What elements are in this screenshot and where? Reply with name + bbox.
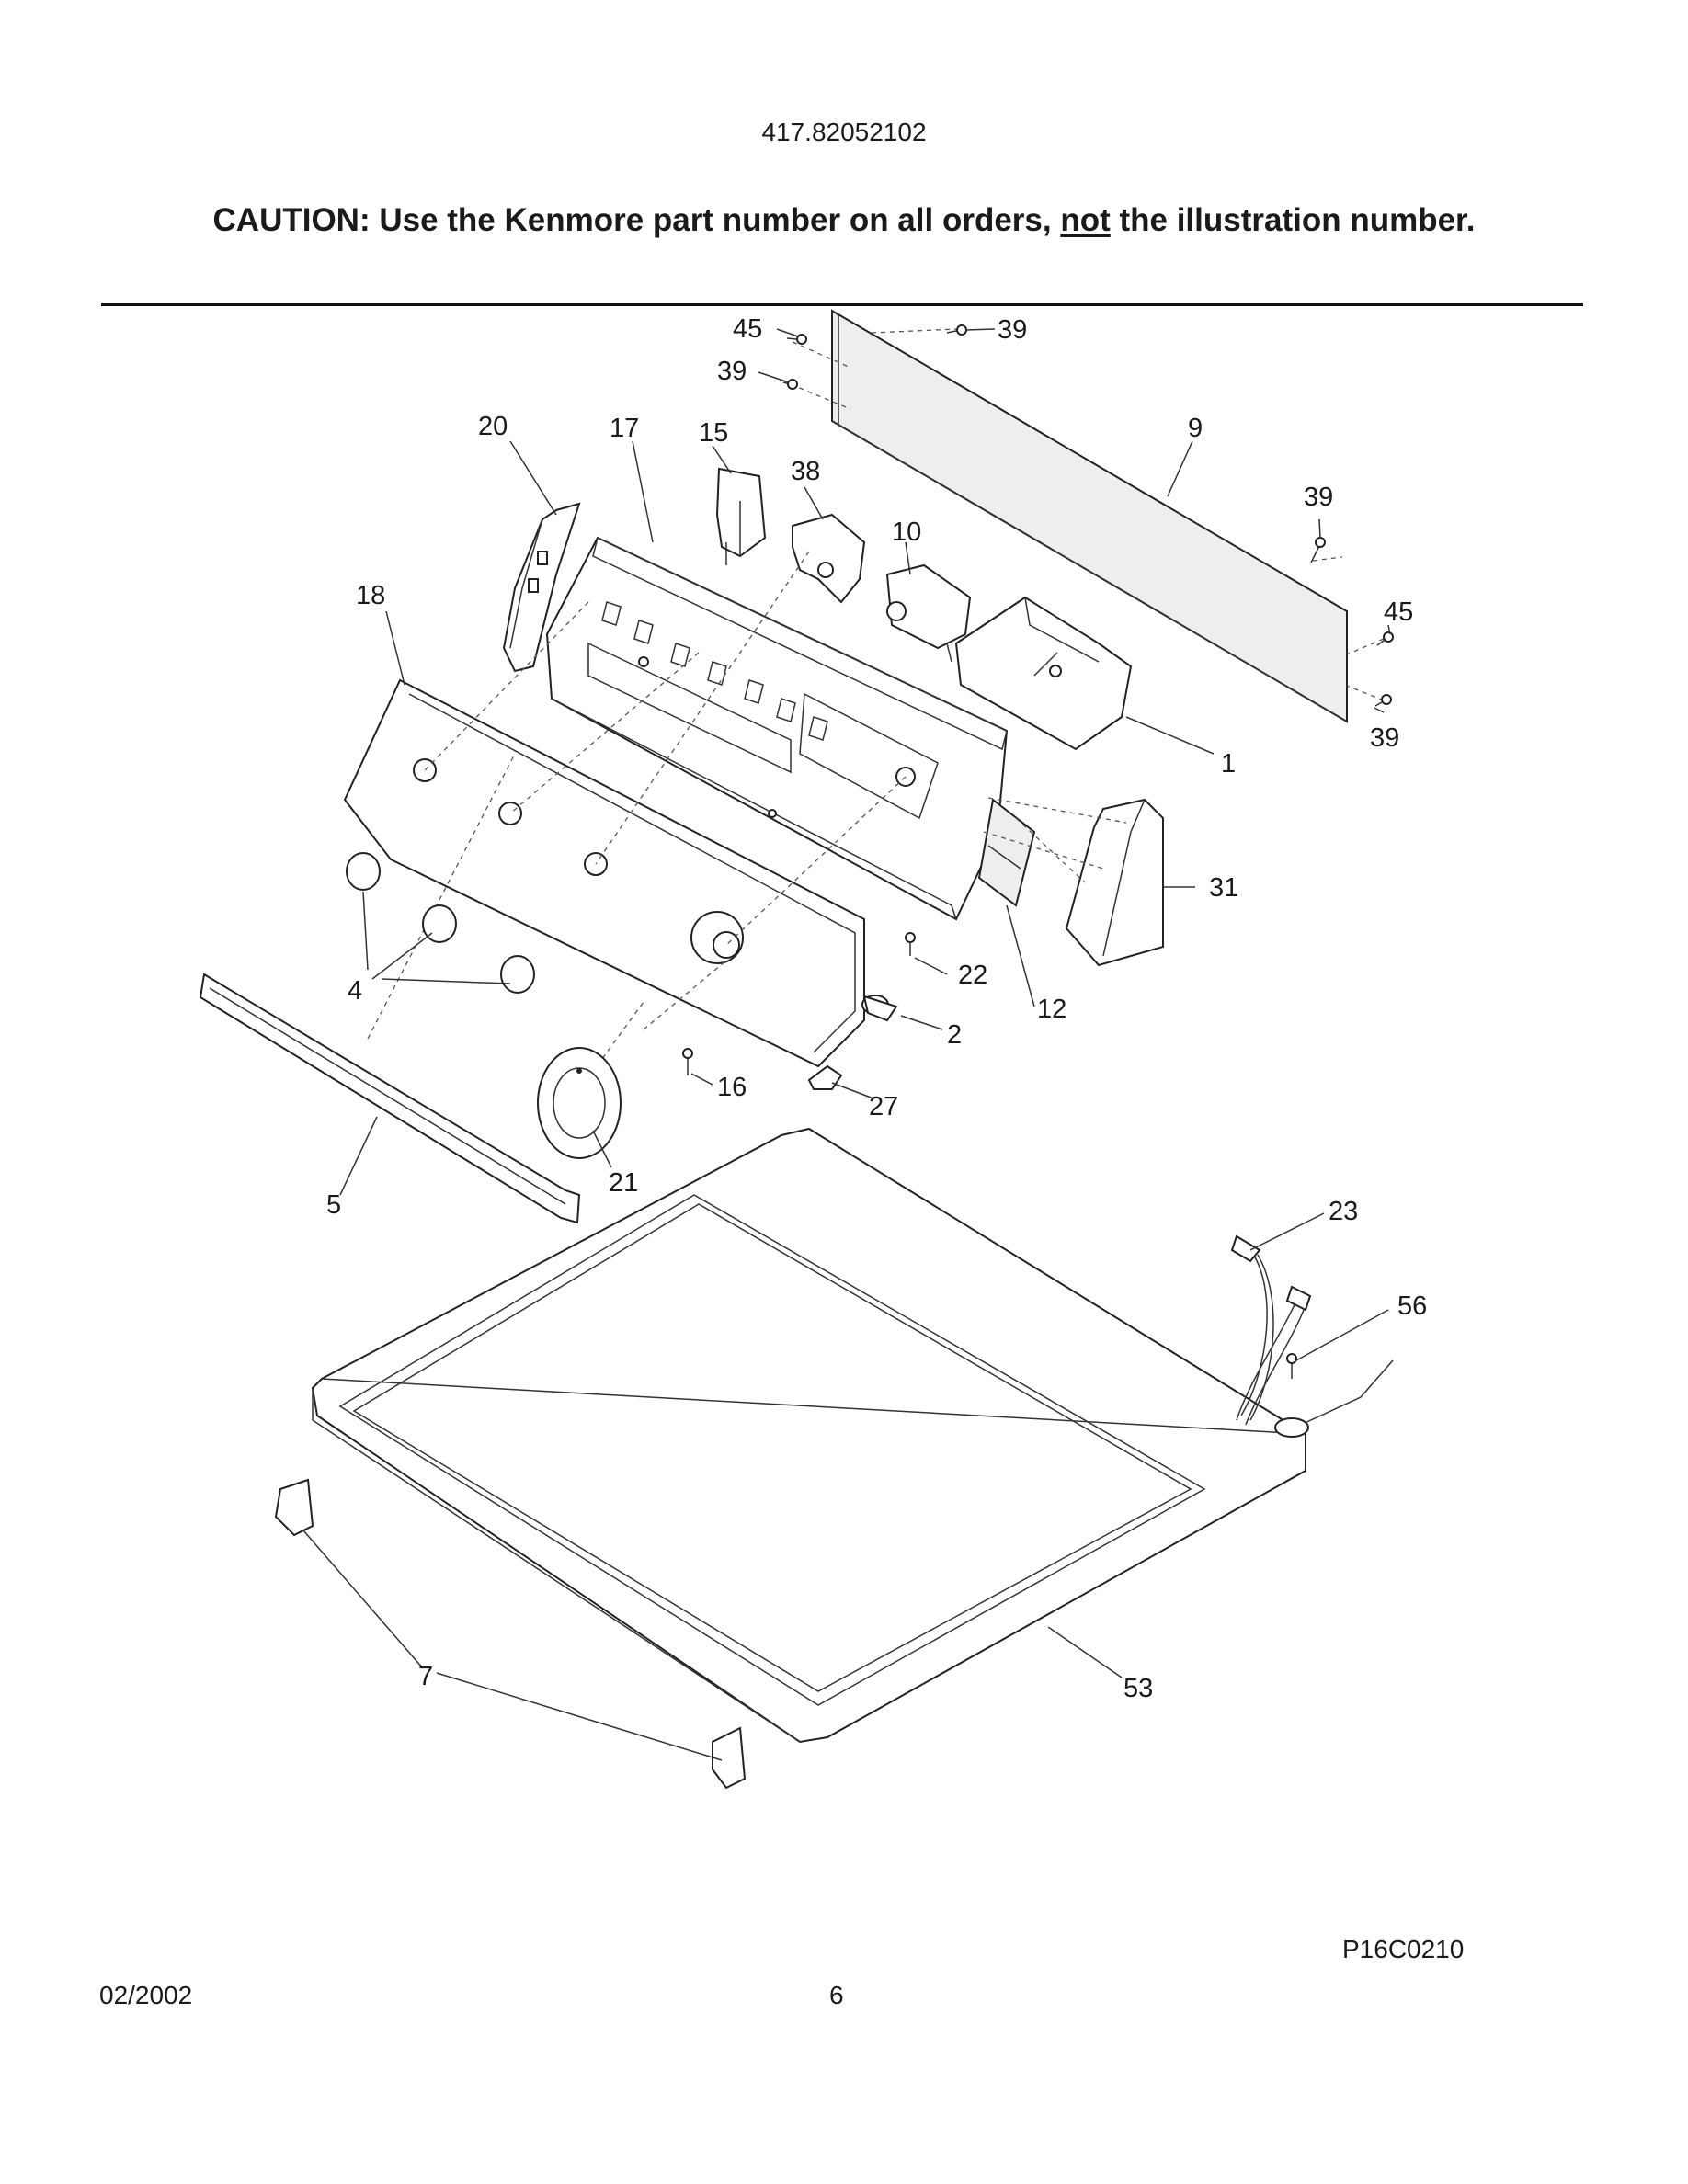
page-number: 6 — [829, 1981, 844, 2009]
dial-21-part — [537, 1047, 622, 1159]
callout-15: 15 — [699, 418, 728, 448]
front-bezel-part — [343, 678, 865, 1068]
print-date: 02/2002 — [99, 1981, 193, 2009]
illustration-code: P16C0210 — [1342, 1935, 1465, 1963]
callout-5: 5 — [326, 1190, 341, 1220]
callout-7: 7 — [418, 1662, 433, 1691]
callout-labels: 45 39 39 9 39 45 39 20 17 15 38 10 18 1 … — [326, 314, 1427, 1703]
callout-18: 18 — [356, 581, 385, 610]
top-panel-53-part — [311, 1127, 1306, 1744]
callout-16: 16 — [717, 1073, 747, 1102]
callout-12: 12 — [1037, 995, 1066, 1024]
callout-21: 21 — [609, 1168, 638, 1198]
model-number: 417.82052102 — [761, 118, 927, 146]
caution-notice: CAUTION: Use the Kenmore part number on … — [0, 202, 1688, 239]
callout-39: 39 — [717, 357, 747, 386]
module-1-part — [954, 596, 1133, 751]
rear-panel-part — [790, 309, 1385, 723]
callout-9: 9 — [1188, 414, 1203, 443]
component-2-part — [861, 995, 898, 1022]
callout-1: 1 — [1221, 749, 1236, 779]
component-15-part — [715, 467, 767, 565]
callout-39: 39 — [998, 315, 1027, 345]
trim-strip-5-part — [199, 973, 581, 1224]
caution-emphasis: not — [1060, 202, 1111, 238]
header-rule — [101, 303, 1583, 306]
callout-22: 22 — [958, 961, 987, 990]
callout-4: 4 — [348, 976, 362, 1006]
callout-2: 2 — [947, 1020, 962, 1050]
callout-38: 38 — [791, 457, 820, 486]
callout-39: 39 — [1370, 723, 1399, 753]
foot-7-part — [274, 1478, 747, 1790]
callout-39: 39 — [1304, 483, 1333, 512]
callout-45: 45 — [733, 314, 762, 344]
caution-prefix: CAUTION: Use the Kenmore part number on … — [212, 202, 1061, 238]
callout-53: 53 — [1123, 1674, 1153, 1703]
callout-20: 20 — [478, 412, 508, 441]
left-end-cap-part — [502, 502, 581, 673]
screw-parts — [682, 324, 1394, 1379]
component-27-part — [807, 1064, 843, 1090]
control-console-part — [545, 536, 1009, 921]
leader-lines — [302, 328, 1391, 1761]
callout-17: 17 — [610, 414, 639, 443]
caution-suffix: the illustration number. — [1110, 202, 1476, 238]
component-10-part — [885, 563, 972, 663]
callout-45: 45 — [1384, 597, 1413, 627]
callout-10: 10 — [892, 518, 921, 547]
component-38-part — [792, 513, 866, 604]
callout-31: 31 — [1209, 873, 1238, 903]
callout-27: 27 — [869, 1092, 898, 1121]
wire-harness-23-part — [1230, 1234, 1394, 1438]
right-end-cap-part — [1065, 798, 1164, 967]
board-12-part — [977, 798, 1036, 907]
callout-23: 23 — [1329, 1197, 1358, 1226]
callout-56: 56 — [1397, 1291, 1427, 1321]
